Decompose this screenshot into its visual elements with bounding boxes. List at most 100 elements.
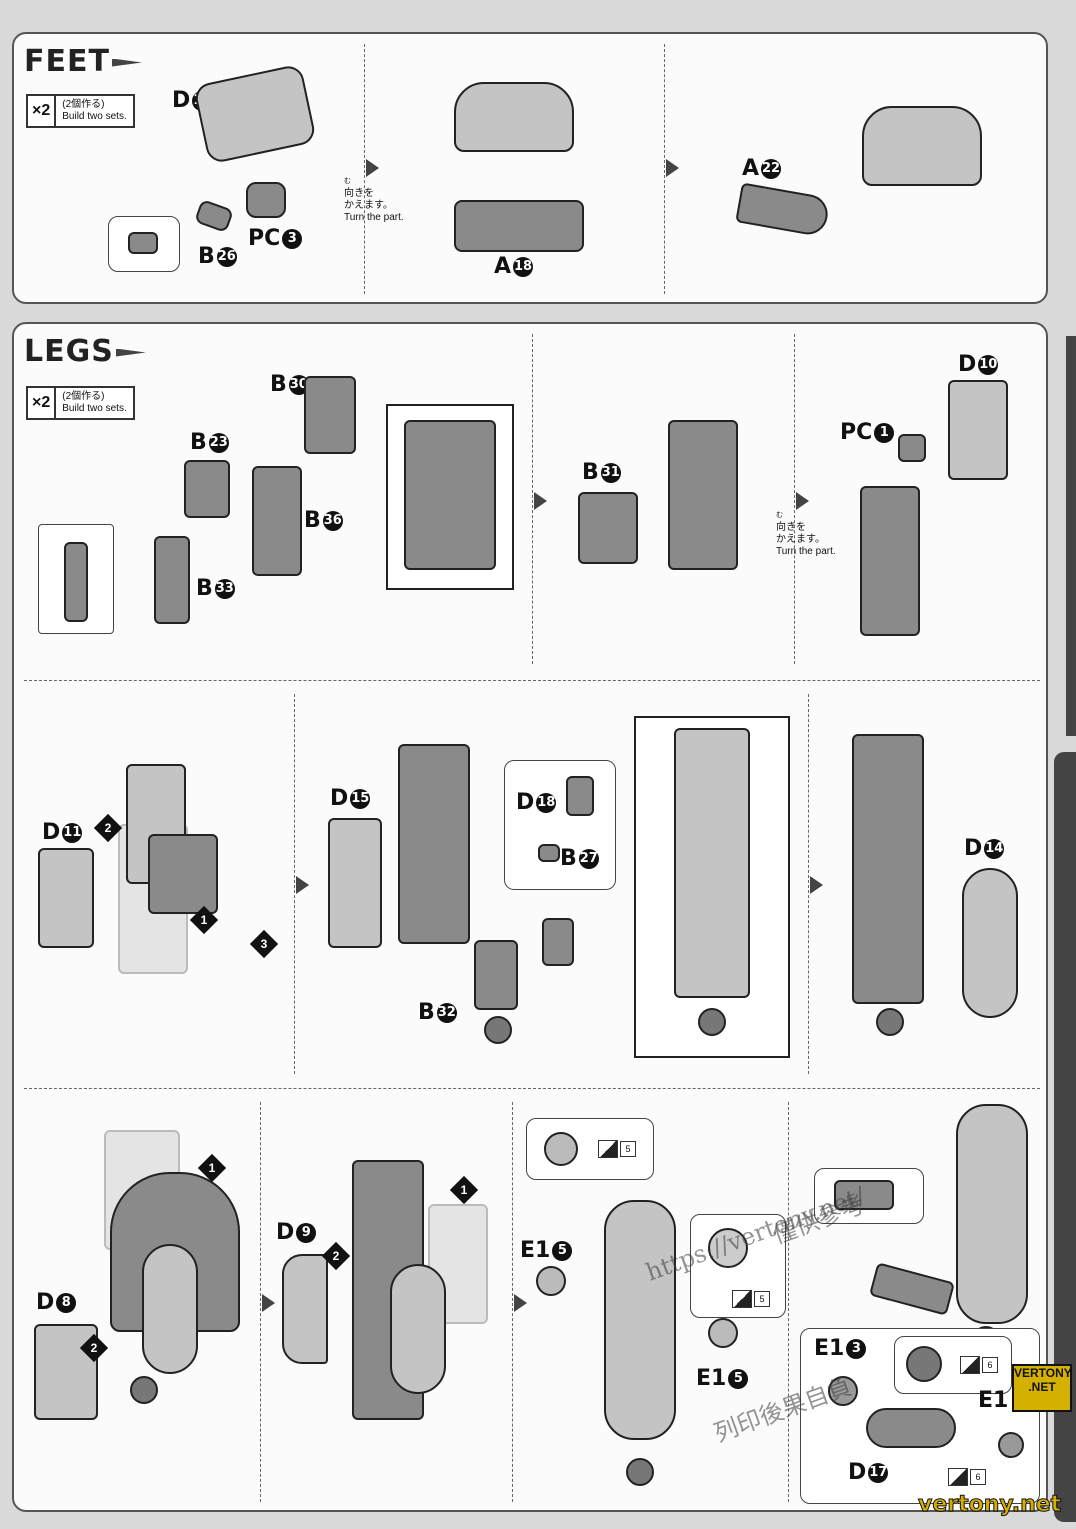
step-number-icon: 2: [79, 1333, 109, 1363]
sticker-icon: [948, 1468, 968, 1486]
part-e15-b: [708, 1318, 738, 1348]
part-b30: [304, 376, 356, 454]
foot-assembled-part: [862, 106, 982, 186]
part-b31: [578, 492, 638, 564]
part-d10: [948, 380, 1008, 480]
thigh-part: [668, 420, 738, 570]
logo-line2: .NET: [1028, 1380, 1056, 1394]
toe-cap-part: [735, 182, 831, 238]
step-arrow-icon: [514, 1294, 527, 1312]
leg-assembled-part: [604, 1200, 676, 1440]
shin-part: [398, 744, 470, 944]
step-number-icon: 3: [249, 929, 279, 959]
badge-jp: (2個作る): [62, 99, 105, 110]
badge-text: (2個作る) Build two sets.: [56, 391, 132, 415]
part-d14: [962, 868, 1018, 1018]
step-divider: [532, 334, 533, 664]
badge-jp: (2個作る): [62, 391, 105, 402]
step-number-icon: 2: [93, 813, 123, 843]
assembled-thigh-part: [404, 420, 496, 570]
badge-en: Build two sets.: [62, 111, 127, 122]
part-e13: [828, 1376, 858, 1406]
detail-part: [834, 1180, 894, 1210]
step-arrow-icon: [666, 159, 679, 177]
part-b36: [252, 466, 302, 576]
step-arrow-icon: [296, 876, 309, 894]
step-divider: [512, 1102, 513, 1502]
turn-part-note: む 向きを かえます。 Turn the part.: [344, 178, 404, 223]
step-arrow-icon: [796, 492, 809, 510]
badge-count: ×2: [28, 388, 57, 418]
feet-title: FEET: [24, 44, 142, 79]
part-b32: [474, 940, 518, 1010]
assembled-shin-part: [674, 728, 750, 998]
part-d15: [328, 818, 382, 948]
sticker-number: 5: [620, 1141, 636, 1157]
part-pc1: [898, 434, 926, 462]
step-number-icon: 1: [189, 905, 219, 935]
side-tab: [1054, 752, 1076, 1522]
foot-shell-part: [454, 82, 574, 152]
badge-en: Build two sets.: [62, 403, 127, 414]
part-d11: [38, 848, 94, 948]
sticker-number: 5: [754, 1291, 770, 1307]
step-divider: [794, 334, 795, 664]
sticker-part-icon: [906, 1346, 942, 1382]
row-divider: [24, 1088, 1040, 1089]
sticker-number: 6: [970, 1469, 986, 1485]
part-e15: [536, 1266, 566, 1296]
step-arrow-icon: [534, 492, 547, 510]
thigh-assembled-part: [860, 486, 920, 636]
heel-part: [868, 1262, 956, 1316]
row-divider: [24, 680, 1040, 681]
shin-armor-part: [390, 1264, 446, 1394]
step-divider: [808, 694, 809, 1074]
label-e1: E1: [978, 1388, 1009, 1413]
part-e1: [998, 1432, 1024, 1458]
side-tab: [1066, 336, 1076, 736]
step-arrow-icon: [262, 1294, 275, 1312]
footer-url: vertony.net: [917, 1492, 1062, 1518]
ball-joint: [130, 1376, 158, 1404]
step-divider: [294, 694, 295, 1074]
step-number-icon: 2: [321, 1241, 351, 1271]
badge-text: (2個作る) Build two sets.: [56, 99, 132, 123]
build-two-badge: ×2 (2個作る) Build two sets.: [26, 94, 135, 128]
badge-count: ×2: [28, 96, 57, 126]
part-b23: [184, 460, 230, 518]
ball-joint: [484, 1016, 512, 1044]
ball-joint: [698, 1008, 726, 1036]
legs-title-text: LEGS: [24, 334, 114, 369]
part-b33: [154, 536, 190, 624]
title-arrow-icon: [115, 348, 146, 357]
detail-pin-part: [128, 232, 158, 254]
leg-upper-part: [956, 1104, 1028, 1324]
step-divider: [260, 1102, 261, 1502]
step-number-icon: 1: [197, 1153, 227, 1183]
sticker-part-icon: [544, 1132, 578, 1166]
foot-sole-part: [454, 200, 584, 252]
shin-assembled-part: [852, 734, 924, 1004]
ball-joint: [626, 1458, 654, 1486]
step-divider: [788, 1102, 789, 1502]
build-two-badge: ×2 (2個作る) Build two sets.: [26, 386, 135, 420]
part-d17: [866, 1408, 956, 1448]
part-d9: [282, 1254, 328, 1364]
